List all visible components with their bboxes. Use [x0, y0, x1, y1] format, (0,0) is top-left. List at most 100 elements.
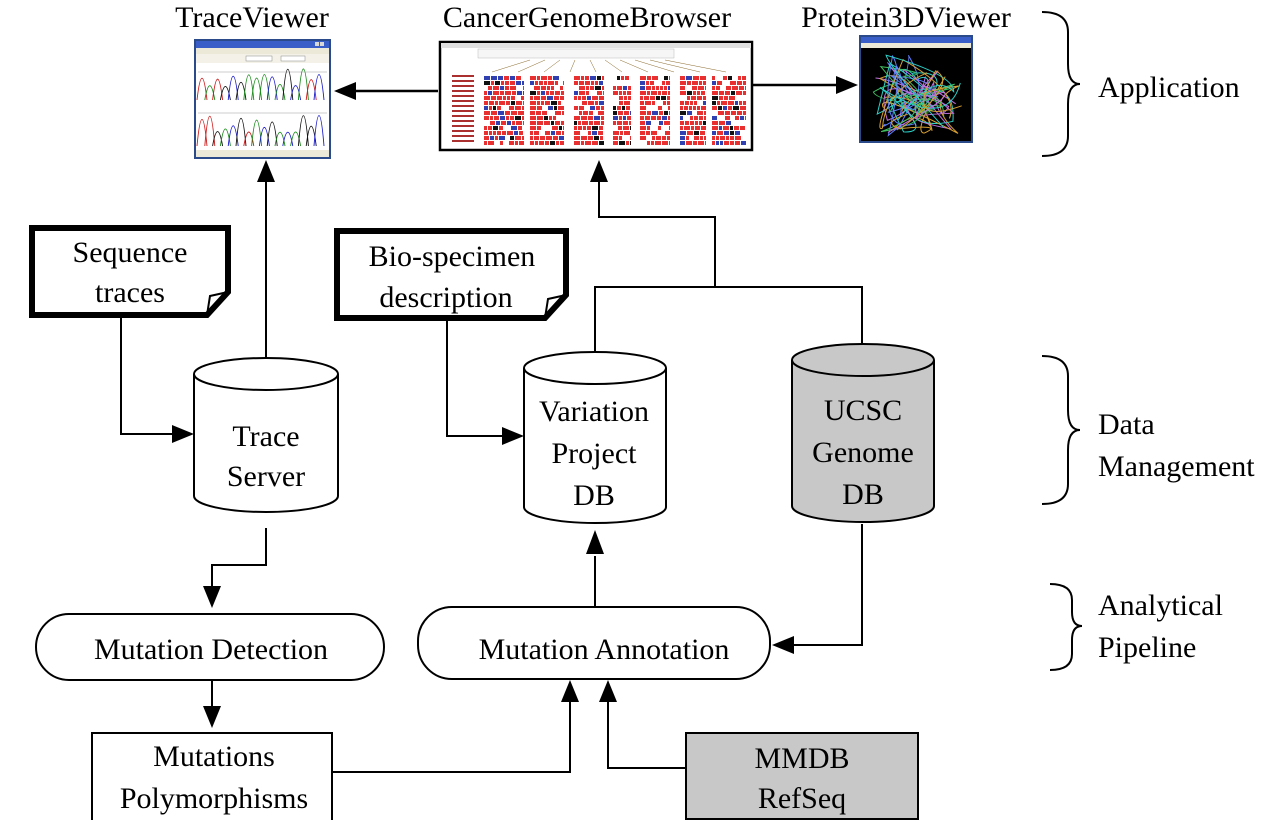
chromatogram-peak — [204, 115, 216, 147]
browser-cell — [484, 116, 489, 120]
browser-cell — [603, 91, 604, 95]
browser-cell — [602, 86, 604, 90]
browser-cell — [499, 126, 503, 130]
browser-cell — [741, 141, 746, 145]
bio-specimen-document[interactable]: Bio-specimen description — [334, 228, 569, 321]
variation-project-db[interactable]: Variation Project DB — [523, 351, 667, 524]
trace-viewer-title: TraceViewer — [175, 1, 329, 34]
browser-cell — [574, 86, 578, 90]
browser-cell — [534, 96, 540, 100]
browser-cell — [540, 136, 545, 140]
browser-cell — [500, 86, 504, 90]
browser-cell — [657, 116, 661, 120]
browser-cell — [666, 81, 670, 85]
browser-cell — [700, 131, 705, 135]
bio-specimen-line1: Bio-specimen — [369, 240, 536, 273]
sequence-traces-line1: Sequence — [73, 236, 188, 269]
browser-cell — [548, 81, 554, 85]
browser-row-label — [452, 115, 474, 117]
browser-cell — [518, 111, 524, 115]
browser-cell — [745, 86, 746, 90]
browser-cell — [640, 106, 646, 110]
browser-cell — [585, 81, 590, 85]
browser-cell — [578, 101, 581, 105]
browser-cell — [516, 76, 521, 80]
browser-cell — [644, 96, 649, 100]
browser-cell — [693, 106, 696, 110]
browser-cell — [650, 96, 655, 100]
browser-cell — [626, 141, 629, 145]
browser-cell — [652, 76, 658, 80]
browser-cell — [739, 101, 742, 105]
mutation-annotation-process[interactable]: Mutation Annotation — [417, 606, 771, 680]
browser-cell — [650, 81, 654, 85]
browser-cell — [630, 136, 631, 140]
browser-cell — [705, 86, 706, 90]
protein-3d-viewer-thumbnail[interactable] — [859, 35, 973, 143]
browser-cell — [594, 111, 597, 115]
sequence-traces-document[interactable]: Sequence traces — [29, 225, 231, 318]
trace-server-line2: Server — [227, 460, 305, 493]
browser-cell — [547, 86, 550, 90]
trace-server-db[interactable]: Trace Server — [193, 357, 339, 513]
browser-cell — [730, 131, 734, 135]
browser-cell — [586, 86, 589, 90]
analytical-pipeline-brace — [1049, 583, 1083, 671]
browser-cell — [530, 141, 534, 145]
ucsc-db-line1: UCSC — [824, 394, 902, 427]
mmdb-refseq-box[interactable]: MMDB RefSeq — [685, 732, 919, 820]
browser-cell — [656, 101, 662, 105]
browser-cell — [600, 136, 603, 140]
chromatogram-peak — [196, 119, 208, 147]
browser-cell — [699, 116, 703, 120]
browser-cell — [586, 91, 589, 95]
browser-cell — [589, 121, 593, 125]
browser-cell — [497, 106, 501, 110]
browser-cell — [491, 111, 497, 115]
browser-cell — [663, 101, 666, 105]
ucsc-to-annotation-line — [790, 524, 863, 646]
browser-cell — [680, 121, 684, 125]
browser-row-label — [452, 140, 474, 142]
trace-viewer-thumbnail[interactable] — [194, 39, 331, 159]
layer-pipeline-label: Pipeline — [1098, 631, 1196, 664]
browser-cell — [726, 136, 729, 140]
browser-cell — [488, 126, 492, 130]
browser-cell — [719, 91, 724, 95]
browser-cell — [578, 121, 581, 125]
browser-cell — [690, 116, 693, 120]
mutations-polymorphisms-box[interactable]: Mutations Polymorphisms — [91, 732, 333, 822]
browser-cell — [680, 106, 683, 110]
browser-cell — [618, 111, 623, 115]
browser-cell — [704, 116, 706, 120]
browser-cell — [546, 91, 549, 95]
layer-management-label: Management — [1098, 450, 1255, 483]
browser-cell — [720, 141, 723, 145]
browser-cell — [686, 136, 689, 140]
browser-cell — [687, 96, 690, 100]
protein-ribbon — [885, 54, 955, 128]
browser-row-label — [452, 135, 474, 137]
browser-cell — [724, 131, 729, 135]
browser-cell — [726, 86, 731, 90]
browser-cell — [595, 101, 598, 105]
browser-cell — [680, 141, 685, 145]
mutation-detection-process[interactable]: Mutation Detection — [35, 613, 385, 681]
cancer-genome-browser-thumbnail[interactable] — [438, 40, 754, 152]
browser-cell — [718, 106, 722, 110]
browser-cell — [655, 141, 661, 145]
browser-cell — [511, 101, 515, 105]
chromatogram-peak — [313, 115, 325, 147]
browser-cell — [733, 106, 739, 110]
ucsc-genome-db[interactable]: UCSC Genome DB — [791, 343, 935, 523]
mutation-annotation-label: Mutation Annotation — [479, 633, 730, 666]
browser-cell — [712, 126, 718, 130]
browser-cell — [499, 136, 505, 140]
browser-cell — [624, 131, 630, 135]
chromatogram-peak — [274, 131, 286, 147]
browser-cell — [530, 81, 534, 85]
browser-cell — [613, 101, 618, 105]
browser-cell — [723, 76, 727, 80]
browser-cell — [545, 141, 549, 145]
